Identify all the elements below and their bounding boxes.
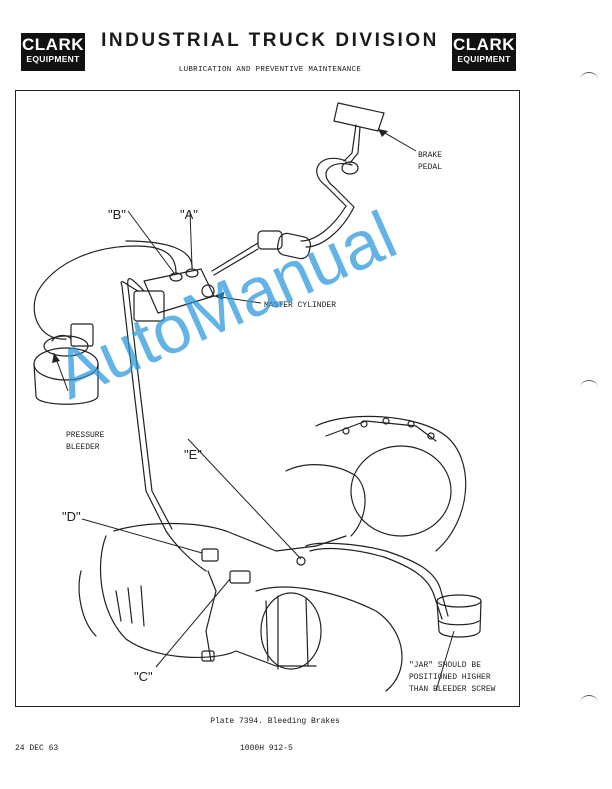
logo-sub-text: EQUIPMENT [26,54,80,64]
clark-logo-left: CLARK EQUIPMENT [21,33,85,71]
brake-bleeding-diagram: BRAKE PEDAL "B" "A" MASTER CYLINDER PRES… [33,102,496,694]
jar-note-label: POSITIONED HIGHER [409,673,491,682]
bleeder-fittings-drawing [201,548,306,662]
brake-pedal-label: BRAKE [418,151,442,160]
brake-pedal-drawing [300,102,385,248]
logo-brand-text: CLARK [453,35,515,54]
diagram-frame: BRAKE PEDAL "B" "A" MASTER CYLINDER PRES… [15,90,520,707]
binder-mark [580,72,598,87]
jar-drawing [436,594,482,638]
leader-arrowheads [52,129,388,363]
page-subtitle: LUBRICATION AND PREVENTIVE MAINTENANCE [178,66,362,74]
clark-logo-right: CLARK EQUIPMENT [452,33,516,71]
footer-date: 24 DEC 63 [15,744,59,753]
pressure-bleeder-label: PRESSURE [66,431,105,440]
leader-lines [53,128,455,692]
footer-code: 1000H 912-5 [240,744,293,753]
binder-mark [580,695,598,710]
point-c-label: "C" [134,669,153,684]
jar-note-label: THAN BLEEDER SCREW [409,685,496,694]
master-cylinder-drawing [133,268,215,322]
point-e-label: "E" [184,447,202,462]
brake-line-drawing [120,277,217,662]
binder-mark [580,380,598,395]
pressure-bleeder-drawing [33,323,99,405]
pushrod-drawing [211,230,312,276]
point-a-label: "A" [180,207,198,222]
brake-pedal-label: PEDAL [418,163,442,172]
point-b-label: "B" [108,207,126,222]
pressure-bleeder-label: BLEEDER [66,443,100,452]
bleeder-hoses [33,240,193,340]
logo-brand-text: CLARK [22,35,84,54]
jar-hose-drawing [305,542,449,620]
logo-sub-text: EQUIPMENT [457,54,511,64]
axle-housing-drawing [78,415,467,692]
point-d-label: "D" [62,509,81,524]
plate-caption: Plate 7394. Bleeding Brakes [210,717,340,726]
page-title: INDUSTRIAL TRUCK DIVISION [101,30,439,51]
jar-note-label: "JAR" SHOULD BE [409,661,481,670]
master-cylinder-label: MASTER CYLINDER [264,301,336,310]
